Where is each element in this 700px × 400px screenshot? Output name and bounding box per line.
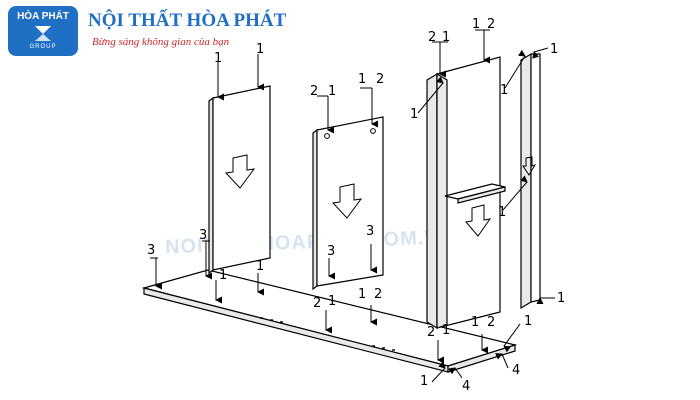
label-1: 1 [472, 17, 480, 32]
label-1: 1 [358, 287, 366, 302]
label-1: 1 [256, 259, 264, 274]
side-panel-middle [312, 116, 384, 291]
label-2: 2 [487, 315, 495, 330]
label-3: 3 [327, 244, 335, 259]
label-1: 1 [420, 374, 428, 389]
label-1: 1 [219, 268, 227, 283]
label-4: 4 [462, 379, 470, 394]
label-1: 1 [498, 205, 506, 220]
label-2: 2 [428, 30, 436, 45]
tagline: Bừng sáng không gian của bạn [92, 36, 230, 48]
label-3: 3 [366, 224, 374, 239]
label-1: 1 [410, 107, 418, 122]
label-3: 3 [199, 228, 207, 243]
logo-mark-icon [35, 26, 51, 41]
label-1: 1 [550, 42, 558, 57]
label-3: 3 [147, 243, 155, 258]
side-panel-left [208, 85, 271, 275]
label-2: 2 [376, 72, 384, 87]
watermark: NOITHATHOAPHAT.COM.VN [165, 226, 455, 258]
brand-logo: HÒA PHÁT GROUP [8, 6, 78, 56]
label-2: 2 [313, 296, 321, 311]
base-panel [141, 269, 518, 373]
label-1: 1 [500, 83, 508, 98]
label-1: 1 [256, 42, 264, 57]
label-1: 1 [442, 323, 450, 338]
label-1: 1 [214, 51, 222, 66]
label-1: 1 [524, 314, 532, 329]
label-2: 2 [374, 287, 382, 302]
part-labels: 1 1 2 1 1 2 2 1 1 2 1 1 1 1 1 3 3 1 1 3 … [147, 17, 565, 394]
back-narrow-panel [520, 52, 541, 310]
label-2: 2 [487, 17, 495, 32]
label-4: 4 [512, 363, 520, 378]
label-1: 1 [557, 291, 565, 306]
side-panel-right [426, 56, 506, 330]
label-1: 1 [358, 72, 366, 87]
label-1: 1 [328, 84, 336, 99]
label-2: 2 [310, 84, 318, 99]
logo-text: HÒA PHÁT [17, 11, 69, 22]
label-1: 1 [442, 30, 450, 45]
label-2: 2 [427, 325, 435, 340]
label-1: 1 [328, 294, 336, 309]
leader-lines [150, 29, 555, 383]
logo-subtext: GROUP [29, 44, 57, 50]
label-1: 1 [471, 315, 479, 330]
company-name: NỘI THẤT HÒA PHÁT [88, 10, 287, 31]
